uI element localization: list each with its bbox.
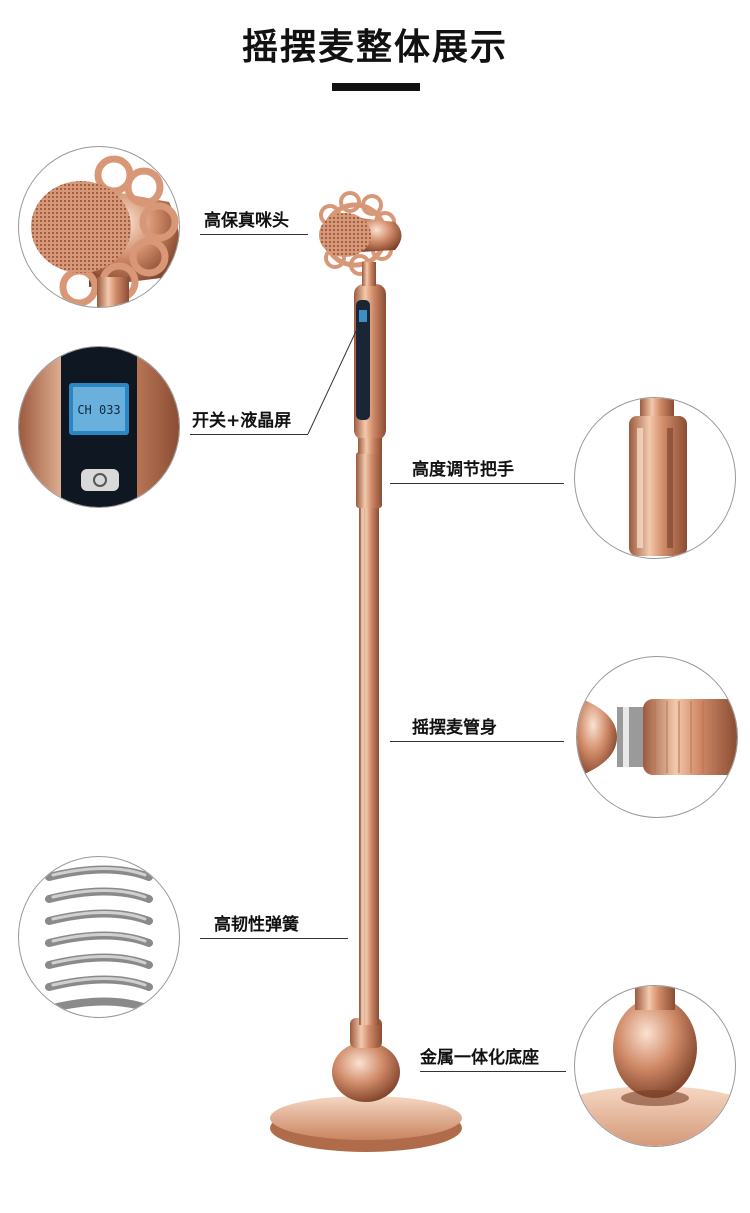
callout-line-height-handle <box>390 483 564 484</box>
label-switch-lcd: 开关+液晶屏 <box>192 411 292 431</box>
label-metal-base: 金属一体化底座 <box>420 1048 539 1068</box>
detail-circle-tube-body <box>576 656 738 818</box>
power-icon <box>93 473 107 487</box>
base-ball <box>332 1042 400 1102</box>
detail-circle-metal-base <box>574 985 736 1147</box>
mic-head <box>319 191 402 286</box>
label-mic-head: 高保真咪头 <box>204 211 289 231</box>
detail-circle-height-handle <box>574 397 736 559</box>
callout-line-mic-head <box>200 234 308 235</box>
title-underline <box>332 83 420 91</box>
callout-line-switch-lcd <box>190 434 308 435</box>
height-handle <box>356 452 382 508</box>
label-tube-body: 摇摆麦管身 <box>412 718 497 738</box>
callout-line-metal-base <box>420 1071 566 1072</box>
lcd-readout: CH 033 <box>77 403 121 417</box>
detail-circle-switch-lcd: CH 033 <box>18 346 180 508</box>
label-spring: 高韧性弹簧 <box>214 915 299 935</box>
callout-line-spring <box>200 938 348 939</box>
callout-diagonal-switch-lcd <box>307 328 358 435</box>
page-title: 摇摆麦整体展示 <box>241 27 508 68</box>
label-height-handle: 高度调节把手 <box>412 460 514 480</box>
base-plate <box>270 1096 462 1140</box>
detail-circle-spring <box>18 856 180 1018</box>
callout-line-tube-body <box>390 741 564 742</box>
detail-circle-mic-head <box>18 146 180 308</box>
